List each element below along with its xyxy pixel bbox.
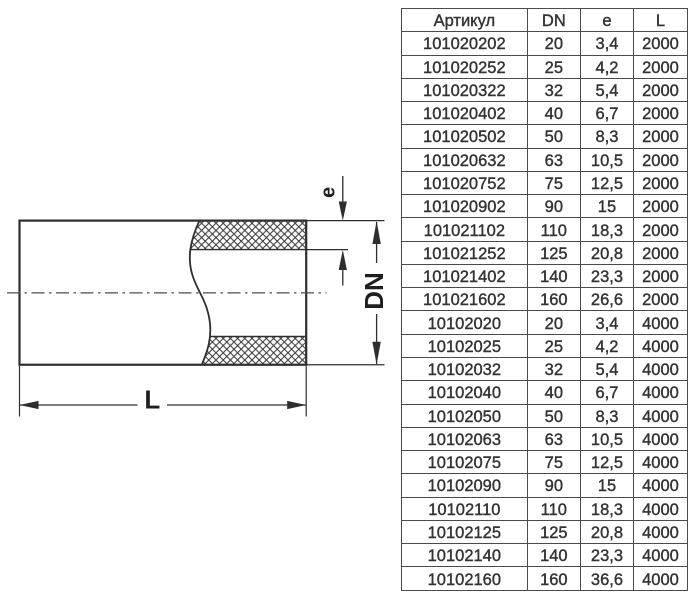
svg-text:e: e [317,187,339,198]
svg-text:L: L [144,385,160,415]
svg-text:DN: DN [359,272,389,310]
